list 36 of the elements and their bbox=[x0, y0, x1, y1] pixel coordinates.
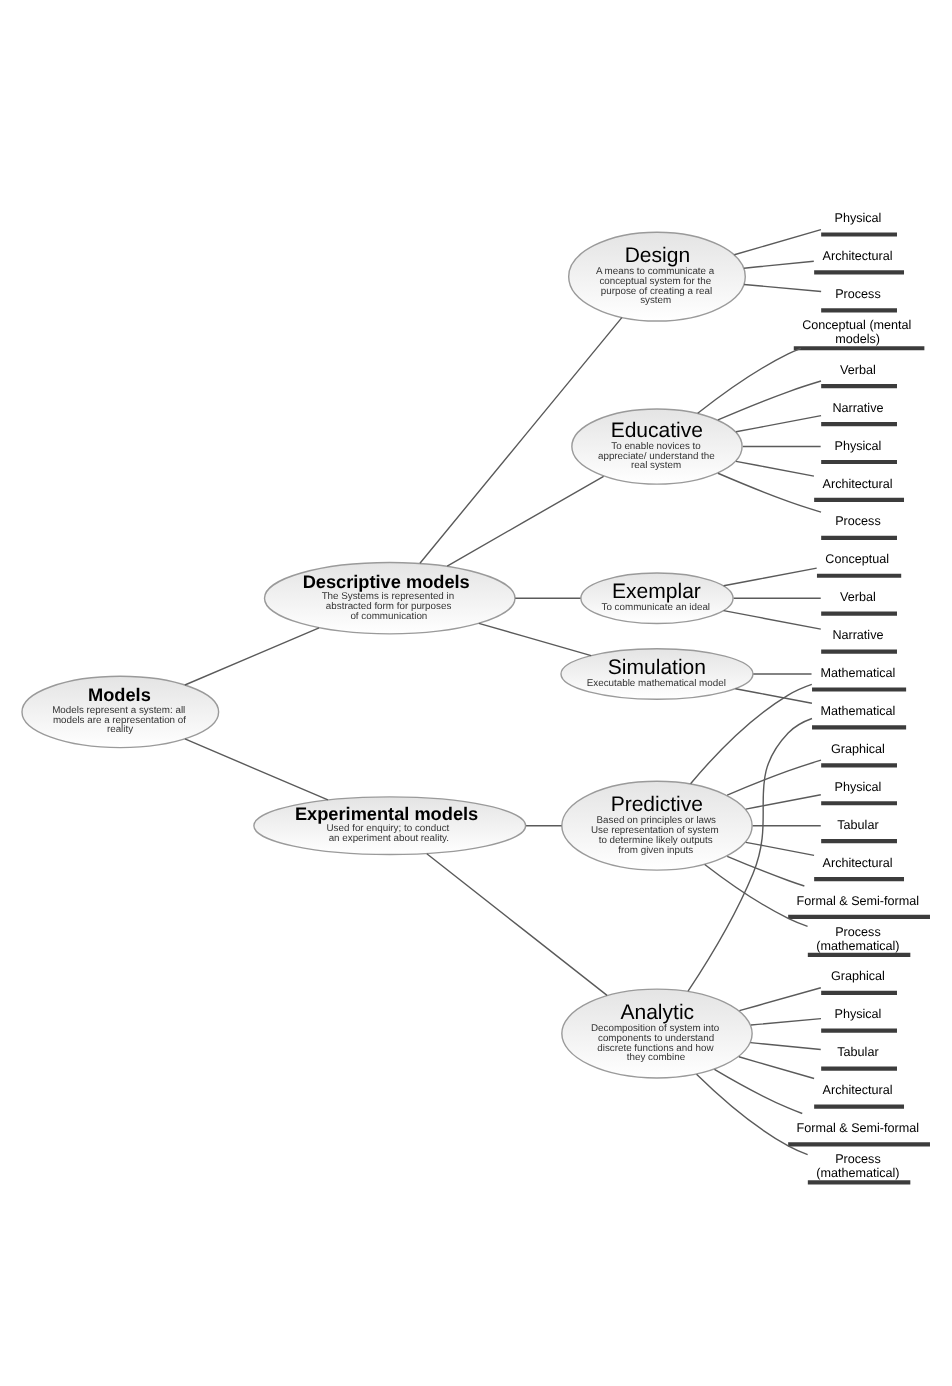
connector bbox=[743, 283, 822, 293]
connector bbox=[697, 347, 802, 414]
connector bbox=[717, 380, 822, 421]
connector bbox=[745, 794, 822, 810]
connector bbox=[726, 759, 822, 796]
connector bbox=[735, 414, 822, 433]
connector bbox=[419, 316, 623, 564]
connector bbox=[446, 475, 605, 567]
connector bbox=[713, 1068, 803, 1115]
connector bbox=[687, 717, 813, 992]
connector bbox=[184, 738, 329, 801]
connector bbox=[745, 841, 815, 857]
connector bbox=[689, 683, 813, 785]
connector bbox=[749, 1041, 822, 1051]
connector bbox=[743, 260, 815, 269]
connector bbox=[722, 609, 822, 630]
connector bbox=[750, 1017, 822, 1026]
connector bbox=[184, 627, 320, 686]
connector bbox=[717, 472, 822, 513]
connector bbox=[752, 825, 822, 827]
connector bbox=[726, 855, 806, 887]
connector bbox=[738, 987, 822, 1012]
connector bbox=[734, 688, 813, 704]
connector bbox=[733, 229, 822, 256]
connector bbox=[733, 597, 822, 599]
connector bbox=[722, 567, 818, 587]
connector bbox=[695, 1073, 809, 1156]
connector bbox=[742, 445, 822, 448]
connector bbox=[738, 1056, 815, 1080]
connector bbox=[525, 825, 563, 827]
connector bbox=[752, 673, 813, 675]
connector bbox=[426, 853, 608, 997]
connector bbox=[514, 597, 582, 599]
connector bbox=[478, 622, 592, 657]
connector bbox=[735, 460, 815, 477]
connector bbox=[704, 863, 809, 928]
